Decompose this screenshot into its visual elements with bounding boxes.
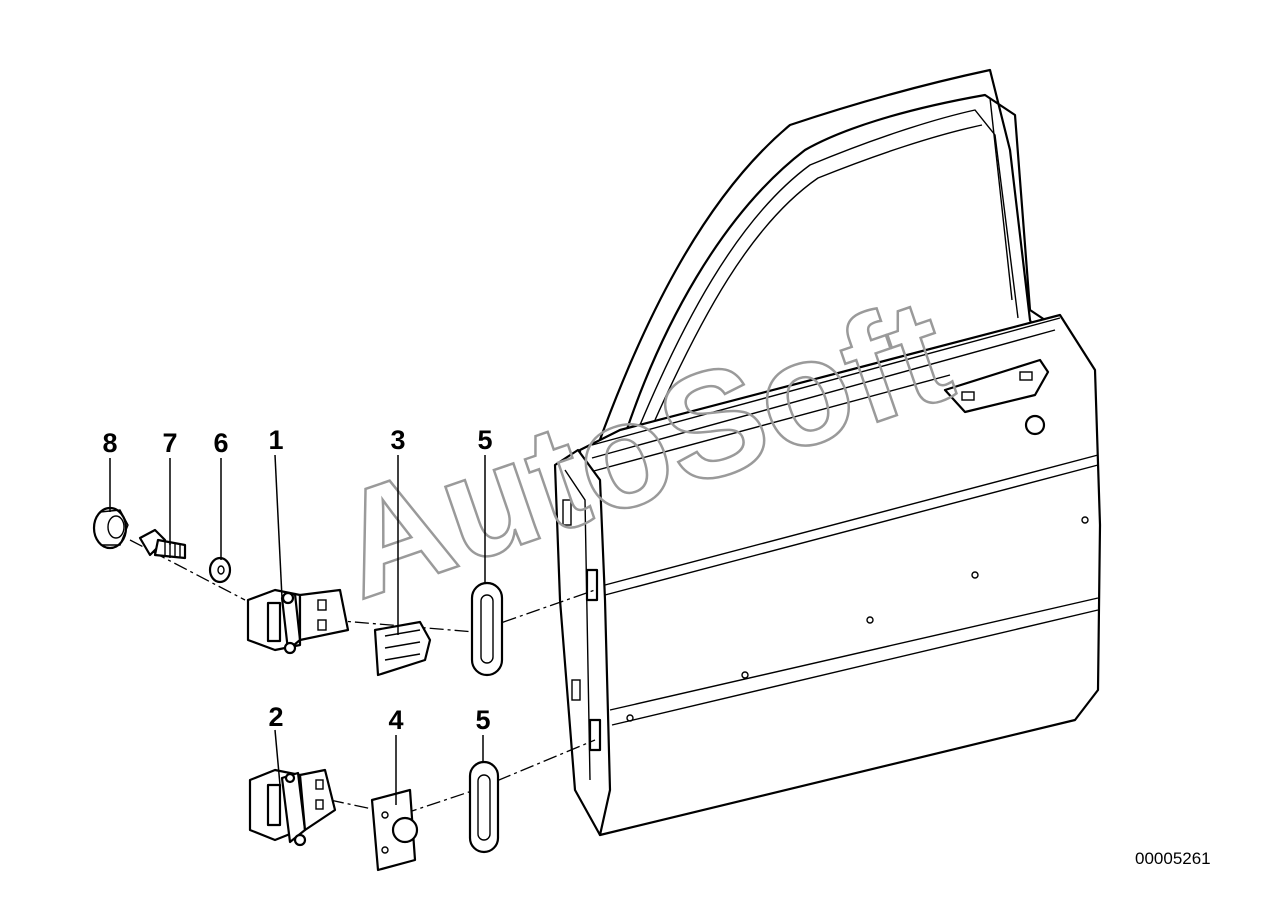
lock-cylinder bbox=[1024, 414, 1046, 436]
part-5-lower-grommet bbox=[468, 760, 500, 854]
callout-8: 8 bbox=[102, 428, 117, 458]
part-7-bolt bbox=[138, 528, 187, 560]
window-frame-inner bbox=[639, 109, 1019, 426]
part-6-washer bbox=[208, 556, 232, 584]
callout-7: 7 bbox=[162, 428, 177, 458]
callout-2: 2 bbox=[268, 702, 283, 732]
part-8-nut bbox=[92, 506, 129, 550]
callout-4: 4 bbox=[388, 705, 403, 735]
callout-3: 3 bbox=[390, 425, 405, 455]
part-3-shim bbox=[373, 620, 432, 677]
drawing-number: 00005261 bbox=[1135, 849, 1211, 868]
door-assembly bbox=[553, 68, 1102, 837]
part-5-upper-grommet bbox=[470, 581, 504, 677]
callout-5-upper: 5 bbox=[477, 425, 492, 455]
part-4-shim bbox=[370, 788, 419, 872]
door-handle bbox=[943, 358, 1050, 414]
callout-5-lower: 5 bbox=[475, 705, 490, 735]
callout-6: 6 bbox=[213, 428, 228, 458]
part-1-upper-hinge bbox=[246, 588, 350, 655]
part-2-lower-hinge bbox=[248, 768, 337, 847]
callout-1: 1 bbox=[268, 425, 283, 455]
